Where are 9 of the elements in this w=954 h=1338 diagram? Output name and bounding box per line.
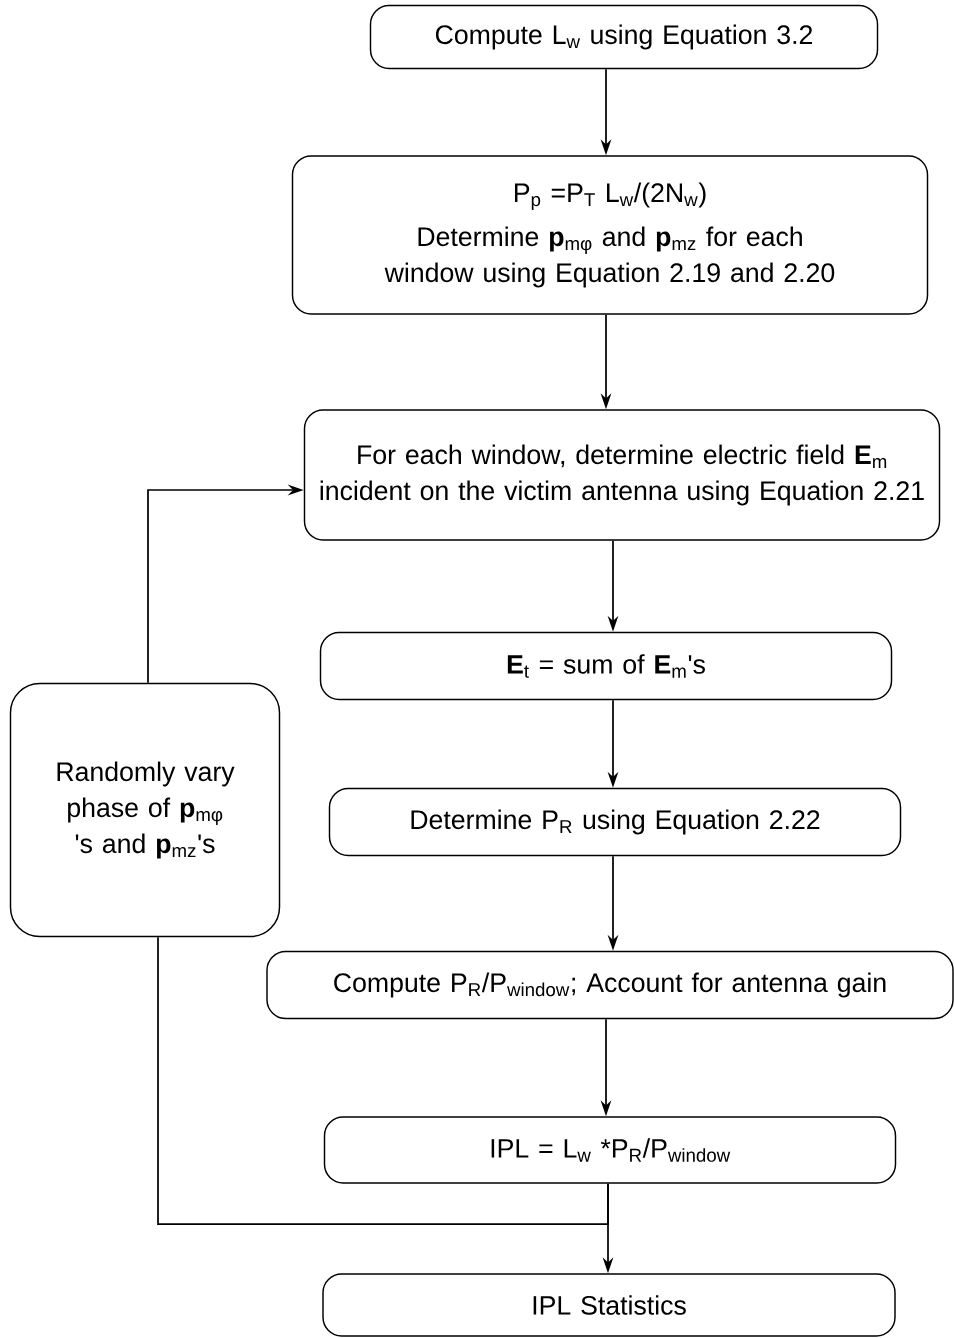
loop-box: Randomly vary phase of p$_{mφ}$ 's and p$_{mz}$'s [9,682,281,938]
process-box: P$_{p}$ =P$_{T}$ L$_{w}$/(2N$_{w}$) Determine p$_{mφ}$ and p$_{mz}$ for each window using Equation 2.19 and 2.20 [291,155,929,315]
process-box: E$_{t}$ = sum of E$_{m}$'s [319,631,893,701]
process-box: Determine P$_{R}$ using Equation 2.22 [328,787,902,857]
process-box: IPL Statistics [322,1273,896,1337]
process-box: IPL = L$_{w}$ *P$_{R}$/P$_{window}$ [323,1116,897,1184]
process-box: Compute P$_{R}$/P$_{window}$; Account for antenna gain [266,950,954,1020]
process-box: For each window, determine electric field E$_{m}$ incident on the victim antenna using Equation 2.21 [303,409,941,541]
process-box: Compute L$_{w}$ using Equation 3.2 [369,4,879,70]
